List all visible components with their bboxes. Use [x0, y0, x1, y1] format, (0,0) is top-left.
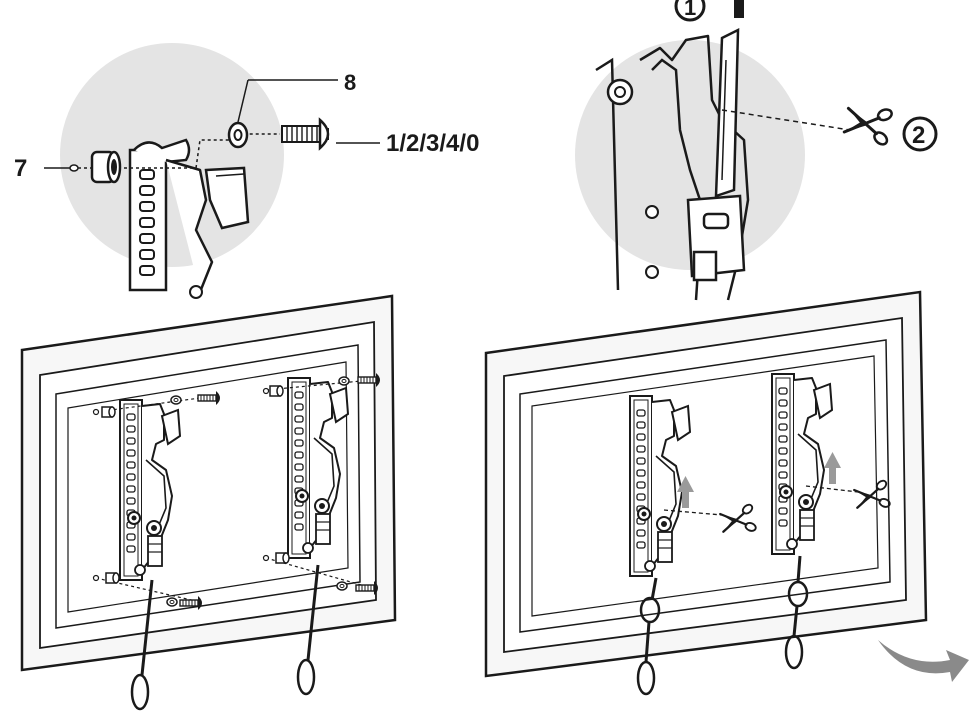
washer-icon [170, 395, 182, 405]
pull-cord-right-b [784, 555, 809, 670]
washer-part [227, 121, 249, 149]
callout-spacer-label: 7 [14, 155, 27, 182]
step-2-label: 2 [912, 122, 925, 149]
screw-part [281, 117, 330, 151]
up-arrow-icon [824, 452, 841, 484]
washer-icon [338, 376, 350, 386]
washer-icon [92, 574, 100, 582]
washer-icon [92, 408, 100, 416]
step-1-pull-marker: 1 [674, 0, 744, 22]
up-arrow-icon [677, 476, 694, 508]
zoom-detail-cut-cord [575, 27, 851, 301]
step-2-cut-marker: 2 [902, 116, 938, 152]
callout-screws-label: 1/2/3/4/0 [386, 130, 479, 157]
washer-icon [166, 597, 178, 607]
spacer-icon [269, 385, 284, 397]
pull-cord-right-a [636, 577, 661, 696]
washer-icon [262, 387, 270, 395]
zoom-detail-hardware [44, 43, 380, 299]
washer-icon [262, 554, 270, 562]
spacer-icon [105, 572, 120, 584]
scissors-icon [841, 99, 897, 150]
step-1-label: 1 [684, 0, 696, 20]
tv-back-right [484, 290, 928, 678]
washer-icon [336, 581, 348, 591]
spacer-icon [275, 552, 290, 564]
callout-washer-label: 8 [344, 70, 356, 95]
spacer-icon [101, 406, 116, 418]
curved-arrow-icon [878, 640, 969, 682]
spacer-part [69, 150, 122, 184]
